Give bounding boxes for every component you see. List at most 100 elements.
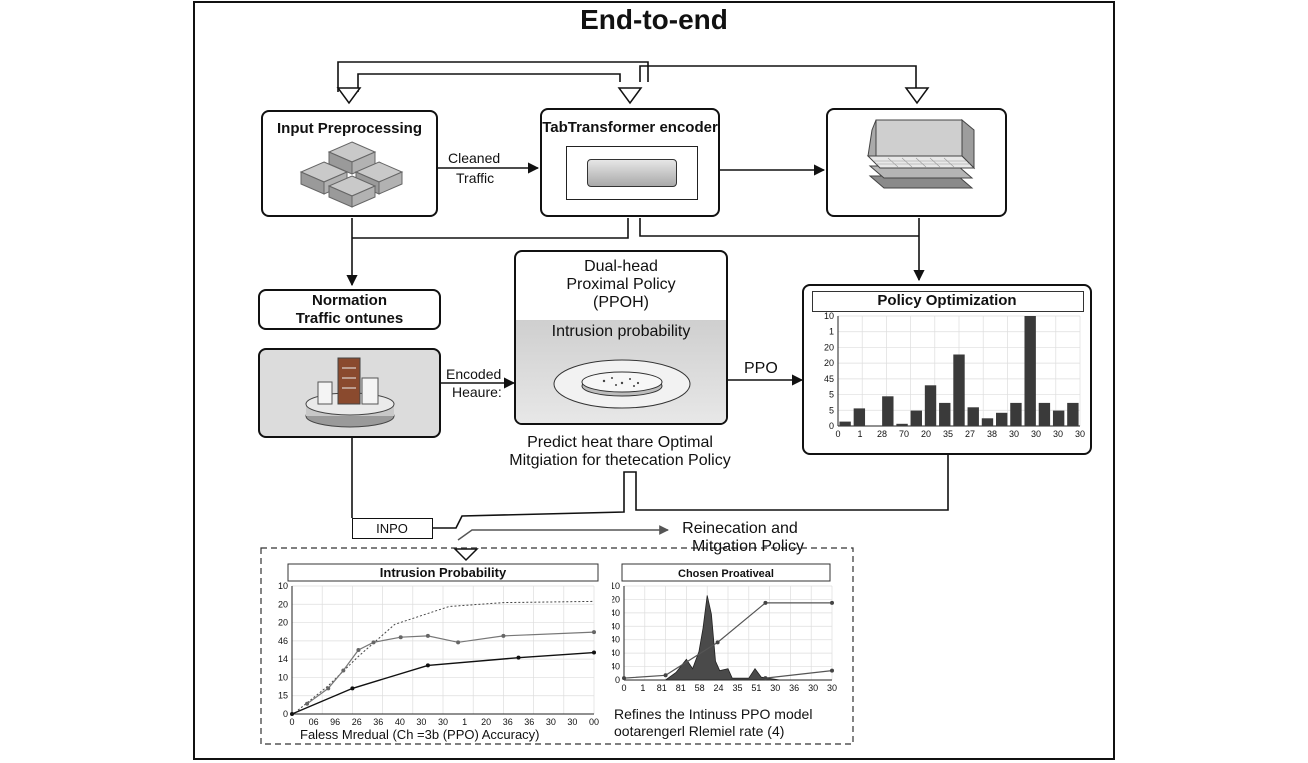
chosen-x-tick: 58 — [695, 683, 705, 693]
policy-y-tick: 20 — [824, 358, 834, 368]
input-preprocessing-box: Input Preprocessing — [261, 110, 438, 217]
policy-bar — [996, 412, 1008, 426]
chosen-x-tick: 81 — [657, 683, 667, 693]
intrusion-series-dotted — [297, 600, 595, 711]
intrusion-y-tick: 20 — [278, 618, 288, 628]
intrusion-chart-title: Intrusion Probability — [380, 565, 507, 580]
policy-bar — [1067, 402, 1079, 426]
intrusion-y-tick: 14 — [278, 654, 288, 664]
policy-bar — [939, 402, 951, 426]
intrusion-point — [305, 701, 310, 706]
intrusion-x-tick: 0 — [289, 717, 294, 727]
policy-x-tick: 20 — [921, 429, 931, 439]
intrusion-x-tick: 30 — [438, 717, 448, 727]
policy-x-tick: 30 — [1053, 429, 1063, 439]
server-cubes-icon — [299, 141, 404, 208]
intrusion-point — [425, 663, 430, 668]
input-preprocessing-label: Input Preprocessing — [276, 120, 423, 137]
intrusion-y-tick: 20 — [278, 599, 288, 609]
edge-label-ppo: PPO — [744, 360, 778, 377]
policy-x-tick: 28 — [877, 429, 887, 439]
ppo-label-line1: Dual-head — [584, 258, 658, 275]
policy-bar — [1010, 402, 1022, 426]
tabtransformer-encoder-label: TabTransformer encoder — [542, 119, 718, 136]
chosen-point — [763, 600, 768, 605]
tabtransformer-encoder-box: TabTransformer encoder — [540, 108, 720, 217]
chosen-point — [715, 640, 720, 645]
intrusion-x-tick: 30 — [567, 717, 577, 727]
policy-bar — [967, 407, 979, 426]
dual-head-ppo-box: Dual-head Proximal Policy (PPOH) Intrusi… — [514, 250, 728, 425]
edge-label-predict-line2: Mitgiation for thetecation Policy — [509, 452, 731, 469]
policy-bar — [1038, 402, 1051, 426]
policy-y-tick: 20 — [824, 342, 834, 352]
intrusion-y-tick: 10 — [278, 672, 288, 682]
chosen-point — [763, 676, 768, 681]
intrusion-point — [516, 655, 521, 660]
policy-x-tick: 30 — [1075, 429, 1085, 439]
policy-y-tick: 45 — [824, 374, 834, 384]
chosen-x-tick: 35 — [732, 683, 742, 693]
policy-y-tick: 5 — [829, 390, 834, 400]
edge-label-encoded: Encoded — [446, 366, 502, 382]
chosen-y-tick: 40 — [612, 662, 620, 672]
policy-x-tick: 30 — [1009, 429, 1019, 439]
traffic-store-box — [258, 348, 441, 438]
policy-bar — [924, 385, 937, 426]
inpo-label: INPO — [376, 521, 408, 536]
intrusion-x-tick: 06 — [309, 717, 319, 727]
intrusion-point — [341, 668, 346, 673]
normation-box: Normation Traffic ontunes — [258, 289, 441, 330]
edge-label-reinecation-line2: Mitgation Policy — [691, 538, 805, 555]
chosen-point — [663, 673, 668, 678]
intrusion-point — [501, 633, 506, 638]
bottom-right-caption-line2: ootarengerl Rlemiel rate (4) — [614, 723, 785, 739]
chosen-area-series — [624, 595, 832, 681]
intrusion-point — [356, 648, 361, 652]
policy-bar — [896, 423, 908, 426]
chosen-x-tick: 30 — [770, 683, 780, 693]
intrusion-x-tick: 40 — [395, 717, 405, 727]
edge-label-cleaned: Cleaned — [448, 150, 501, 166]
inpo-box: INPO — [352, 518, 433, 539]
normation-label-line1: Normation — [312, 292, 387, 309]
ppo-sub-label: Intrusion probability — [551, 323, 691, 340]
policy-x-tick: 27 — [965, 429, 975, 439]
intrusion-point — [456, 640, 461, 645]
chosen-point — [830, 668, 834, 673]
chosen-y-tick: 20 — [612, 594, 620, 604]
intrusion-x-tick: 30 — [416, 717, 426, 727]
intrusion-title-frame — [287, 563, 599, 582]
intrusion-point — [592, 630, 596, 635]
intrusion-x-tick: 26 — [352, 717, 362, 727]
ppo-label-line3: (PPOH) — [593, 294, 649, 311]
intrusion-series-gray — [306, 631, 595, 705]
normation-label-line2: Traffic ontunes — [295, 310, 404, 327]
ppo-label-line2: Proximal Policy — [566, 276, 676, 293]
layered-tray-icon — [866, 118, 976, 189]
intrusion-y-tick: 46 — [278, 636, 288, 646]
policy-optimization-label: Policy Optimization — [877, 292, 1017, 309]
city-disk-icon — [305, 357, 395, 428]
intrusion-y-tick: 10 — [278, 581, 288, 591]
policy-y-tick: 10 — [824, 311, 834, 321]
policy-x-tick: 70 — [899, 429, 909, 439]
intrusion-y-tick: 15 — [278, 691, 288, 701]
diagram-title: End-to-end — [580, 4, 728, 35]
policy-x-tick: 0 — [835, 429, 840, 439]
policy-x-tick: 38 — [987, 429, 997, 439]
intrusion-x-tick: 00 — [589, 717, 599, 727]
intrusion-point — [350, 686, 355, 691]
intrusion-point — [398, 635, 403, 640]
bottom-left-caption: Faless Mredual (Ch =3b (PPO) Accuracy) — [300, 727, 540, 742]
policy-bar — [1052, 410, 1065, 426]
edge-label-heaure: Heaure: — [452, 384, 502, 400]
policy-x-tick: 30 — [1031, 429, 1041, 439]
chosen-x-tick: 30 — [808, 683, 818, 693]
chosen-chart-title: Chosen Proativeal — [678, 568, 774, 580]
policy-x-tick: 35 — [943, 429, 953, 439]
